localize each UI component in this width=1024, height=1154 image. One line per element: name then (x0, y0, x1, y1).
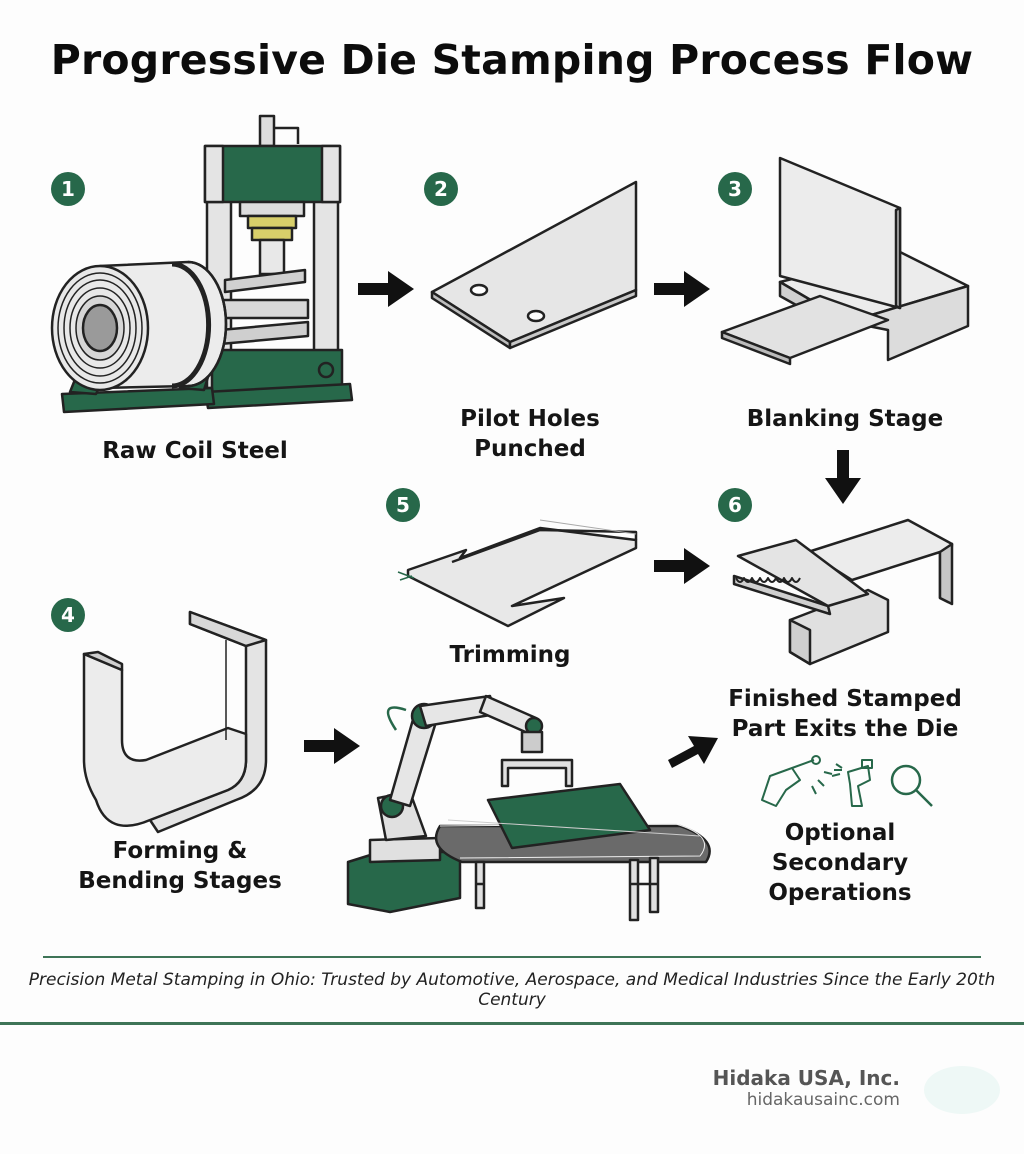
step-label-2-line1: Pilot Holes (460, 406, 600, 432)
step-label-5: Trimming (449, 642, 571, 668)
secondary-ops-label: Optional Secondary Operations (740, 818, 940, 908)
step-badge-1: 1 (51, 172, 85, 206)
page-title: Progressive Die Stamping Process Flow (50, 36, 974, 84)
divider (43, 956, 981, 958)
caption: Precision Metal Stamping in Ohio: Truste… (28, 970, 996, 1010)
secondary-ops-line2: Secondary (771, 850, 909, 876)
step-badge-4: 4 (51, 598, 85, 632)
step-badge-2: 2 (424, 172, 458, 206)
secondary-ops-line1: Optional (784, 820, 896, 846)
footer-divider (0, 1022, 1024, 1025)
step-label-4: Forming & Bending Stages (60, 836, 300, 896)
step-badge-6: 6 (718, 488, 752, 522)
brand-url[interactable]: hidakausainc.com (746, 1090, 900, 1110)
step-label-6: Finished Stamped Part Exits the Die (700, 684, 990, 744)
step-label-4-line1: Forming & (112, 838, 248, 864)
step-badge-3: 3 (718, 172, 752, 206)
step-label-6-line2: Part Exits the Die (731, 716, 959, 742)
step-label-1: Raw Coil Steel (102, 438, 288, 464)
secondary-ops-line3: Operations (768, 880, 912, 906)
step-label-4-line2: Bending Stages (78, 868, 282, 894)
brand-name: Hidaka USA, Inc. (712, 1066, 900, 1090)
step-label-2-line2: Punched (474, 436, 586, 462)
step-label-2: Pilot Holes Punched (420, 404, 640, 464)
step-label-3: Blanking Stage (746, 406, 944, 432)
step-badge-5: 5 (386, 488, 420, 522)
step-label-6-line1: Finished Stamped (728, 686, 962, 712)
